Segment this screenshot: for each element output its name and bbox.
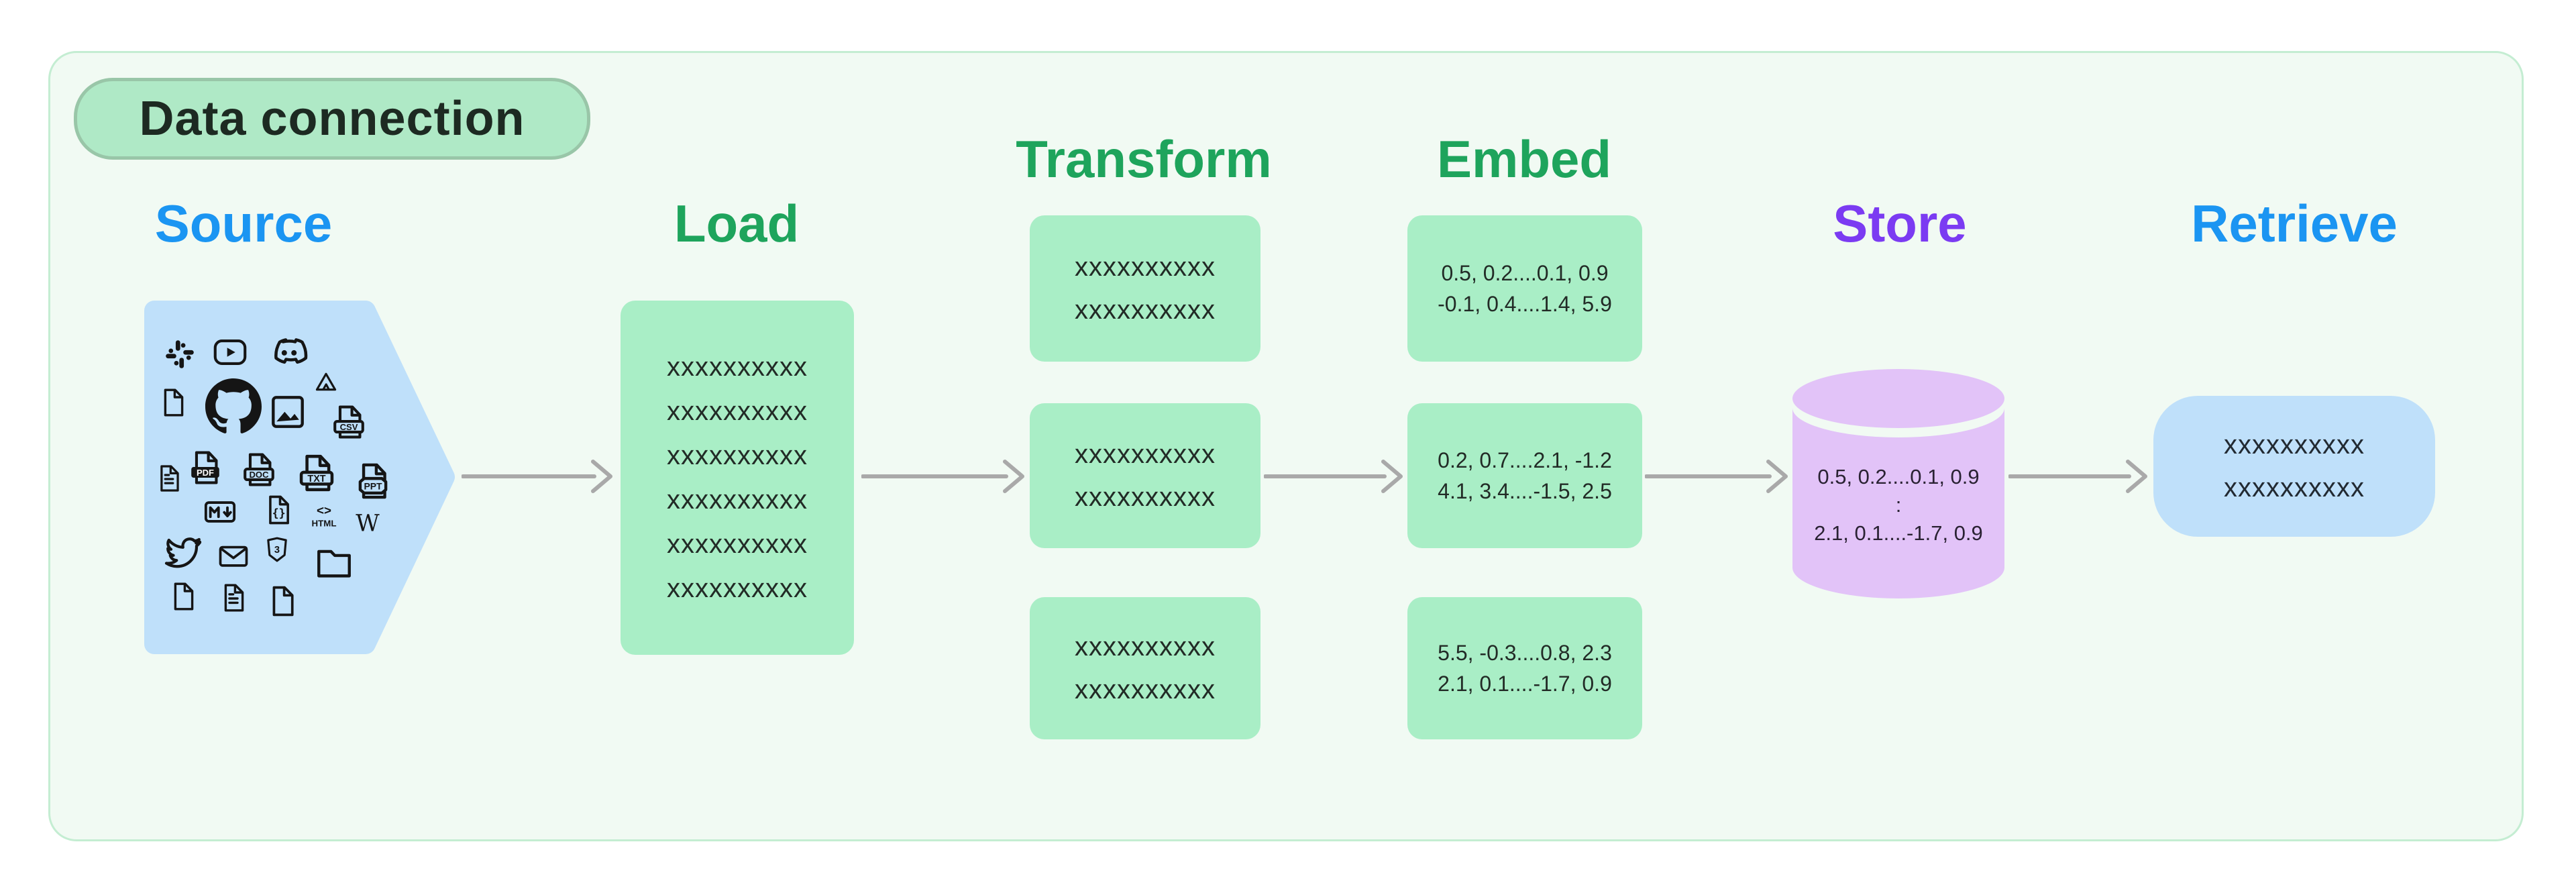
csv-file-icon: CSV bbox=[329, 403, 368, 441]
svg-text:PPT: PPT bbox=[364, 481, 382, 492]
arrow-source-to-load bbox=[462, 460, 612, 493]
load-line: xxxxxxxxxx bbox=[667, 352, 808, 382]
retrieve-line: xxxxxxxxxx bbox=[2224, 430, 2365, 460]
load-box: xxxxxxxxxx xxxxxxxxxx xxxxxxxxxx xxxxxxx… bbox=[621, 301, 854, 655]
github-icon bbox=[205, 378, 262, 435]
youtube-icon bbox=[211, 333, 250, 372]
heading-source: Source bbox=[154, 194, 333, 253]
title-badge-label: Data connection bbox=[139, 92, 525, 146]
load-line: xxxxxxxxxx bbox=[667, 529, 808, 559]
heading-store: Store bbox=[1833, 194, 1967, 253]
svg-text:DOC: DOC bbox=[250, 470, 270, 480]
svg-text:<>: <> bbox=[317, 503, 331, 517]
embed-box-1: 0.5, 0.2....0.1, 0.9 -0.1, 0.4....1.4, 5… bbox=[1407, 215, 1642, 362]
arrow-embed-to-store bbox=[1645, 460, 1788, 493]
twitter-icon bbox=[163, 532, 203, 572]
svg-text:{}: {} bbox=[272, 507, 286, 519]
embed-vector-line: 5.5, -0.3....0.8, 2.3 bbox=[1438, 641, 1612, 665]
svg-text:W: W bbox=[356, 510, 380, 537]
embed-vector-line: 0.2, 0.7....2.1, -1.2 bbox=[1438, 448, 1612, 472]
heading-retrieve: Retrieve bbox=[2191, 194, 2398, 253]
embed-vector-line: -0.1, 0.4....1.4, 5.9 bbox=[1438, 292, 1612, 316]
embed-vector-line: 0.5, 0.2....0.1, 0.9 bbox=[1441, 261, 1609, 285]
markdown-icon bbox=[202, 494, 238, 530]
embed-vector-line: 4.1, 3.4....-1.5, 2.5 bbox=[1438, 479, 1612, 503]
file-icon bbox=[265, 584, 300, 619]
svg-text:CSV: CSV bbox=[340, 422, 358, 432]
transform-box-1: xxxxxxxxxx xxxxxxxxxx bbox=[1030, 215, 1260, 362]
arrow-store-to-retrieve bbox=[2008, 460, 2147, 493]
svg-text:3: 3 bbox=[274, 545, 280, 556]
heading-transform: Transform bbox=[1016, 129, 1272, 189]
transform-line: xxxxxxxxxx bbox=[1075, 632, 1216, 662]
panel-background bbox=[48, 51, 2524, 841]
transform-line: xxxxxxxxxx bbox=[1075, 482, 1216, 512]
embed-box-2: 0.2, 0.7....2.1, -1.2 4.1, 3.4....-1.5, … bbox=[1407, 403, 1642, 548]
svg-text:HTML: HTML bbox=[311, 519, 336, 529]
image-icon bbox=[267, 391, 309, 433]
wikipedia-icon: W bbox=[352, 507, 383, 538]
google-drive-icon bbox=[311, 368, 341, 398]
load-line: xxxxxxxxxx bbox=[667, 574, 808, 603]
store-vector-text: 0.5, 0.2....0.1, 0.9 : 2.1, 0.1....-1.7,… bbox=[1790, 463, 2007, 547]
title-badge: Data connection bbox=[74, 78, 590, 160]
retrieve-box: xxxxxxxxxx xxxxxxxxxx bbox=[2153, 396, 2435, 537]
transform-box-3: xxxxxxxxxx xxxxxxxxxx bbox=[1030, 597, 1260, 739]
txt-file-icon: TXT bbox=[295, 452, 338, 494]
file-icon bbox=[157, 386, 189, 419]
source-funnel-shape bbox=[144, 301, 455, 654]
transform-line: xxxxxxxxxx bbox=[1075, 295, 1216, 325]
store-vector-line: 0.5, 0.2....0.1, 0.9 bbox=[1817, 465, 1980, 488]
svg-text:PDF: PDF bbox=[197, 468, 214, 478]
arrow-load-to-transform bbox=[861, 460, 1024, 493]
transform-line: xxxxxxxxxx bbox=[1075, 252, 1216, 282]
arrow-transform-to-embed bbox=[1264, 460, 1403, 493]
transform-line: xxxxxxxxxx bbox=[1075, 439, 1216, 469]
load-line: xxxxxxxxxx bbox=[667, 397, 808, 426]
file-text-icon bbox=[217, 582, 250, 614]
embed-vector-line: 2.1, 0.1....-1.7, 0.9 bbox=[1438, 672, 1612, 696]
retrieve-line: xxxxxxxxxx bbox=[2224, 473, 2365, 503]
load-line: xxxxxxxxxx bbox=[667, 441, 808, 470]
file-icon bbox=[167, 580, 199, 613]
heading-load: Load bbox=[674, 194, 800, 253]
css-shield-icon: 3 bbox=[262, 535, 292, 564]
ppt-file-icon: PPT bbox=[352, 460, 394, 502]
json-file-icon: {} bbox=[262, 493, 295, 527]
transform-line: xxxxxxxxxx bbox=[1075, 675, 1216, 704]
mail-icon bbox=[216, 539, 251, 574]
heading-embed: Embed bbox=[1436, 129, 1612, 189]
load-line: xxxxxxxxxx bbox=[667, 485, 808, 515]
doc-file-icon: DOC bbox=[239, 450, 278, 489]
folder-icon bbox=[313, 542, 355, 584]
source-icons: CSV PDF DOC TXT PPT {} <> HTML W 3 bbox=[134, 291, 470, 666]
discord-icon bbox=[268, 332, 311, 375]
embed-box-3: 5.5, -0.3....0.8, 2.3 2.1, 0.1....-1.7, … bbox=[1407, 597, 1642, 739]
transform-box-2: xxxxxxxxxx xxxxxxxxxx bbox=[1030, 403, 1260, 548]
svg-text:TXT: TXT bbox=[307, 474, 325, 484]
store-database-cylinder bbox=[1792, 369, 2004, 598]
file-text-icon bbox=[154, 463, 184, 494]
store-vector-line: 2.1, 0.1....-1.7, 0.9 bbox=[1814, 521, 1983, 545]
slack-icon bbox=[162, 337, 197, 372]
pdf-file-icon: PDF bbox=[186, 448, 225, 487]
store-vector-line: : bbox=[1895, 493, 1902, 517]
html-icon: <> HTML bbox=[307, 499, 341, 533]
